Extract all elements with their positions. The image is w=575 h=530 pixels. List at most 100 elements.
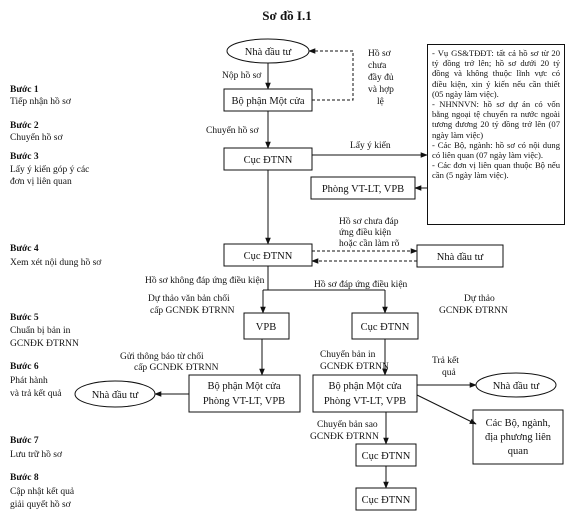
step-5: Bước 5 Chuẩn bị bản in GCNĐK ĐTRNN — [10, 313, 79, 349]
node-cuc-dtnn-1: Cục ĐTNN — [223, 147, 313, 171]
step-desc: Xem xét nội dung hồ sơ — [10, 257, 102, 268]
edge-label-deliver: Trả kết quả — [432, 355, 459, 378]
edge-label-transfer: Chuyển hồ sơ — [206, 125, 260, 136]
node-vpb: VPB — [243, 312, 290, 340]
node-cuc-dtnn-4: Cục ĐTNN — [355, 443, 417, 467]
step-desc: GCNĐK ĐTRNN — [10, 339, 79, 349]
svg-text:Cục ĐTNN: Cục ĐTNN — [244, 155, 293, 166]
step-label: Bước 8 — [10, 473, 39, 483]
node-phong-vt-lt: Phòng VT-LT, VPB — [310, 176, 416, 200]
note-item: - NHNNVN: hồ sơ dự án có vốn bằng ngoại … — [432, 99, 560, 140]
svg-text:Hồ sơ chưa đáp: Hồ sơ chưa đáp — [339, 216, 399, 227]
step-desc: Phát hành — [10, 376, 48, 386]
step-label: Bước 3 — [10, 152, 39, 162]
svg-text:và hợp: và hợp — [368, 85, 394, 95]
note-item: - Các đơn vị liên quan thuộc Bộ nếu cần … — [432, 160, 560, 181]
svg-text:cấp GCNĐK ĐTRNN: cấp GCNĐK ĐTRNN — [150, 305, 235, 316]
svg-text:Hồ sơ: Hồ sơ — [368, 48, 392, 59]
svg-text:Nhà đầu tư: Nhà đầu tư — [493, 381, 540, 392]
svg-text:Các Bộ, ngành,: Các Bộ, ngành, — [486, 418, 551, 429]
edge-label-clarify: Hồ sơ chưa đáp ứng điều kiện hoặc cần là… — [339, 216, 400, 249]
node-one-stop-right: Bộ phận Một cửa Phòng VT-LT, VPB — [312, 374, 418, 413]
node-investor-top: Nhà đầu tư — [226, 38, 310, 64]
step-label: Bước 4 — [10, 244, 39, 254]
svg-text:Gửi thông báo từ chối: Gửi thông báo từ chối — [120, 351, 204, 362]
svg-text:ứng điều kiện: ứng điều kiện — [339, 227, 391, 238]
node-cuc-dtnn-5: Cục ĐTNN — [355, 487, 417, 511]
svg-text:Trả kết: Trả kết — [432, 355, 459, 366]
svg-text:Cục ĐTNN: Cục ĐTNN — [361, 322, 410, 333]
svg-text:quan: quan — [508, 446, 529, 457]
svg-text:Cục ĐTNN: Cục ĐTNN — [362, 451, 411, 462]
svg-text:Nhà đầu tư: Nhà đầu tư — [245, 47, 292, 58]
step-desc: Tiếp nhận hồ sơ — [10, 96, 72, 107]
edge-label-submit: Nộp hồ sơ — [222, 70, 262, 81]
edge-label-incomplete: Hồ sơ chưa đầy đủ và hợp lệ — [368, 48, 394, 107]
svg-text:GCNĐK ĐTRNN: GCNĐK ĐTRNN — [310, 432, 379, 442]
svg-text:Chuyển bản in: Chuyển bản in — [320, 349, 376, 360]
edge-label-consult: Lấy ý kiến — [350, 140, 391, 151]
node-investor-mid: Nhà đầu tư — [416, 244, 504, 268]
svg-text:Phòng VT-LT, VPB: Phòng VT-LT, VPB — [324, 396, 406, 407]
node-investor-right: Nhà đầu tư — [475, 372, 557, 398]
step-label: Bước 7 — [10, 436, 39, 446]
step-desc: đơn vị liên quan — [10, 177, 72, 187]
step-desc: giải quyết hồ sơ — [10, 499, 72, 510]
svg-text:Phòng VT-LT, VPB: Phòng VT-LT, VPB — [203, 396, 285, 407]
step-desc: và trả kết quả — [10, 388, 62, 399]
edge-label-draft: Dự thảo GCNĐK ĐTRNN — [439, 294, 508, 316]
step-label: Bước 1 — [10, 85, 39, 95]
edge-to-ministries — [416, 394, 477, 425]
edge-label-reject: Hồ sơ không đáp ứng điều kiện — [145, 275, 265, 286]
step-label: Bước 5 — [10, 313, 39, 323]
svg-text:GCNĐK ĐTRNN: GCNĐK ĐTRNN — [320, 362, 389, 372]
svg-text:lệ: lệ — [377, 97, 384, 107]
node-investor-left: Nhà đầu tư — [74, 380, 156, 408]
edge-label-accept: Hồ sơ đáp ứng điều kiện — [314, 279, 408, 290]
step-desc: Lưu trữ hồ sơ — [10, 449, 63, 460]
svg-text:Nhà đầu tư: Nhà đầu tư — [437, 252, 484, 263]
step-4: Bước 4 Xem xét nội dung hồ sơ — [10, 244, 102, 268]
svg-text:Dự thảo: Dự thảo — [464, 294, 495, 304]
svg-text:Nhà đầu tư: Nhà đầu tư — [92, 390, 139, 401]
svg-text:hoặc cần làm rõ: hoặc cần làm rõ — [339, 238, 400, 249]
svg-text:Phòng VT-LT, VPB: Phòng VT-LT, VPB — [322, 184, 404, 195]
edge-label-print: Chuyển bản in GCNĐK ĐTRNN — [320, 349, 389, 372]
diagram-title: Sơ đồ I.1 — [262, 8, 311, 23]
svg-text:chưa: chưa — [368, 61, 387, 71]
svg-text:Cục ĐTNN: Cục ĐTNN — [362, 495, 411, 506]
svg-text:Bộ phận Một cửa: Bộ phận Một cửa — [231, 96, 304, 107]
step-2: Bước 2 Chuyển hồ sơ — [10, 121, 64, 143]
step-desc: Cập nhật kết quả — [10, 486, 75, 497]
svg-text:đầy đủ: đầy đủ — [368, 72, 394, 83]
step-6: Bước 6 Phát hành và trả kết quả — [10, 362, 62, 399]
node-cuc-dtnn-3: Cục ĐTNN — [351, 312, 419, 340]
node-ministries: Các Bộ, ngành, địa phương liên quan — [472, 409, 564, 465]
svg-text:Bộ phận Một cửa: Bộ phận Một cửa — [328, 381, 401, 392]
step-desc: Lấy ý kiến góp ý các — [10, 164, 89, 175]
node-one-stop-left: Bộ phận Một cửa Phòng VT-LT, VPB — [188, 374, 301, 413]
step-desc: Chuyển hồ sơ — [10, 132, 64, 143]
note-item: - Các Bộ, ngành: hồ sơ có nội dung có li… — [432, 139, 560, 161]
svg-text:GCNĐK ĐTRNN: GCNĐK ĐTRNN — [439, 306, 508, 316]
svg-text:VPB: VPB — [256, 322, 276, 333]
step-8: Bước 8 Cập nhật kết quả giải quyết hồ sơ — [10, 473, 75, 510]
svg-text:Bộ phận Một cửa: Bộ phận Một cửa — [207, 381, 280, 392]
edge-incomplete — [308, 48, 354, 101]
step-7: Bước 7 Lưu trữ hồ sơ — [10, 436, 63, 460]
step-label: Bước 6 — [10, 362, 39, 372]
edge-label-copy: Chuyển bản sao GCNĐK ĐTRNN — [310, 419, 379, 442]
step-desc: Chuẩn bị bản in — [10, 325, 71, 336]
node-one-stop: Bộ phận Một cửa — [223, 88, 313, 112]
step-3: Bước 3 Lấy ý kiến góp ý các đơn vị liên … — [10, 152, 89, 187]
svg-text:Dự thảo văn bản chối: Dự thảo văn bản chối — [148, 293, 230, 304]
node-cuc-dtnn-2: Cục ĐTNN — [223, 243, 313, 267]
consultation-note: - Vụ GS&TĐĐT: tất cả hồ sơ từ 20 tỷ đồng… — [427, 44, 565, 225]
svg-text:Chuyển bản sao: Chuyển bản sao — [317, 419, 378, 430]
svg-text:Cục ĐTNN: Cục ĐTNN — [244, 251, 293, 262]
note-item: - Vụ GS&TĐĐT: tất cả hồ sơ từ 20 tỷ đồng… — [432, 48, 560, 99]
step-1: Bước 1 Tiếp nhận hồ sơ — [10, 85, 72, 107]
svg-text:cấp GCNĐK ĐTRNN: cấp GCNĐK ĐTRNN — [134, 362, 219, 373]
edge-label-draft-reject: Dự thảo văn bản chối cấp GCNĐK ĐTRNN — [148, 293, 235, 316]
